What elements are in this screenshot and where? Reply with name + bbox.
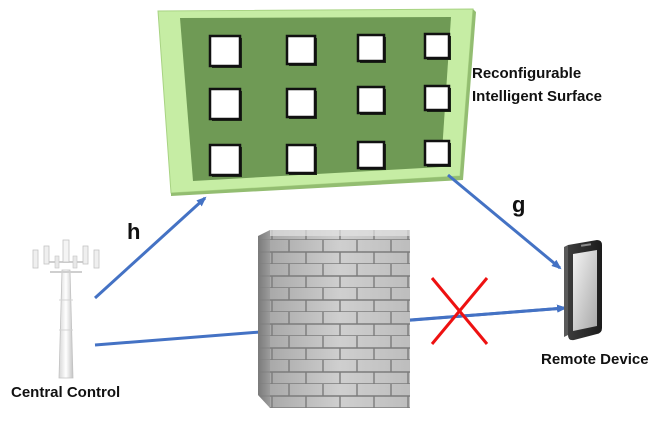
ris-element xyxy=(423,32,451,60)
ris-element xyxy=(285,34,317,66)
ris-element xyxy=(208,143,242,177)
link-h-arrow xyxy=(93,196,207,300)
red-x-icon xyxy=(430,277,489,345)
ris-element xyxy=(356,85,386,115)
ris-element xyxy=(356,140,386,170)
ris-element xyxy=(423,139,451,167)
cell-tower-icon xyxy=(32,239,100,379)
wall-side-bricks xyxy=(258,230,270,408)
ris-panel xyxy=(157,8,476,196)
brick-wall xyxy=(258,230,410,408)
central-control-label: Central Control xyxy=(11,384,121,401)
ris-label-line1: Reconfigurable xyxy=(472,65,582,82)
ris-element xyxy=(356,33,386,63)
ris-element xyxy=(208,87,242,121)
ris-label: Reconfigurable Intelligent Surface xyxy=(472,62,602,108)
channel-g-label: g xyxy=(512,192,526,217)
ris-element xyxy=(423,84,451,112)
ris-label-line2: Intelligent Surface xyxy=(472,88,603,105)
tower-pole xyxy=(58,269,74,379)
link-g-arrow xyxy=(447,173,562,270)
ris-element xyxy=(285,143,317,175)
ris-element xyxy=(285,87,317,119)
channel-h-label: h xyxy=(127,219,141,244)
phone-screen xyxy=(573,250,597,331)
phone-edge xyxy=(564,245,568,337)
wall-bricks xyxy=(270,230,410,408)
smartphone-icon xyxy=(564,240,602,341)
wall-top-shade xyxy=(270,230,410,236)
ris-element xyxy=(208,34,242,68)
link-direct-after-wall xyxy=(409,304,567,322)
ris-element-grid xyxy=(208,32,451,177)
remote-device-label: Remote Device xyxy=(541,351,649,368)
ris-panel-shadow-edge xyxy=(171,9,476,196)
